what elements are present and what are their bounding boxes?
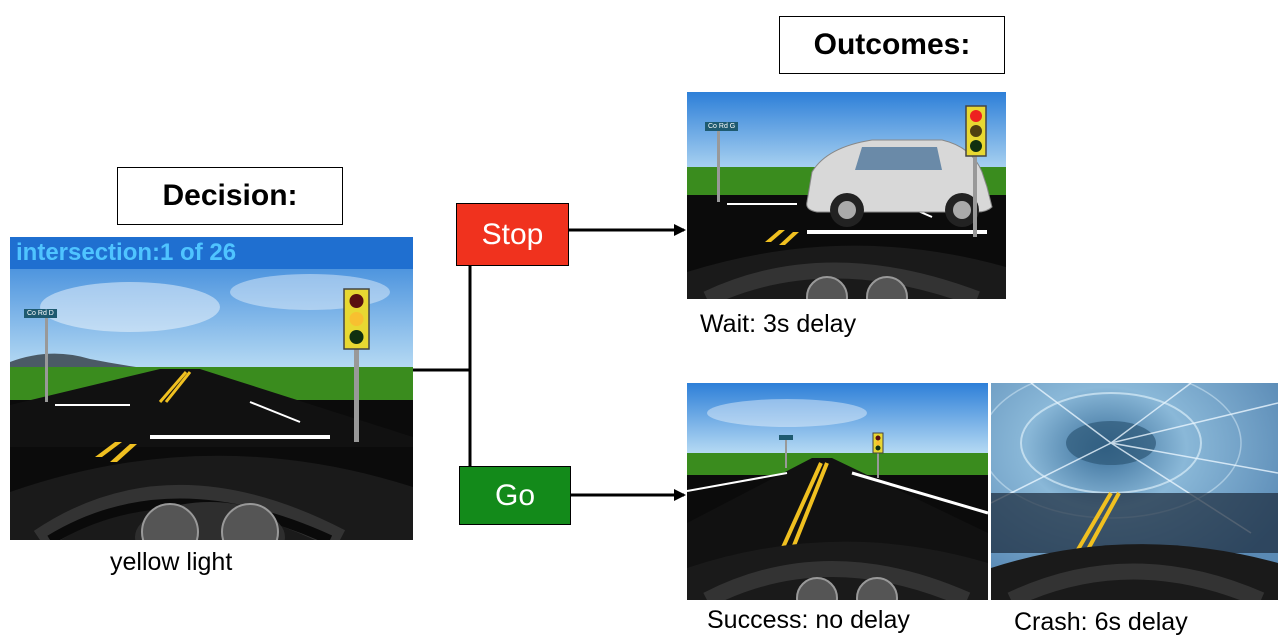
outcomes-title: Outcomes: [779,16,1005,74]
decision-caption: yellow light [110,548,233,576]
stop-button[interactable]: Stop [456,203,569,266]
crash-caption: Crash: 6s delay [1014,608,1188,636]
go-button[interactable]: Go [459,466,571,525]
wait-outcome-image: Co Rd G [687,92,1006,299]
wait-caption: Wait: 3s delay [700,310,857,338]
intersection-banner: intersection:1 of 26 [10,237,413,269]
decision-title: Decision: [117,167,343,225]
street-sign: Co Rd D [24,309,57,318]
decision-scene-image: intersection:1 of 26 Co Rd D [10,237,413,540]
wait-street-sign: Co Rd G [705,122,739,131]
success-outcome-image [687,383,988,600]
crash-outcome-image [991,383,1278,600]
success-caption: Success: no delay [707,606,910,634]
